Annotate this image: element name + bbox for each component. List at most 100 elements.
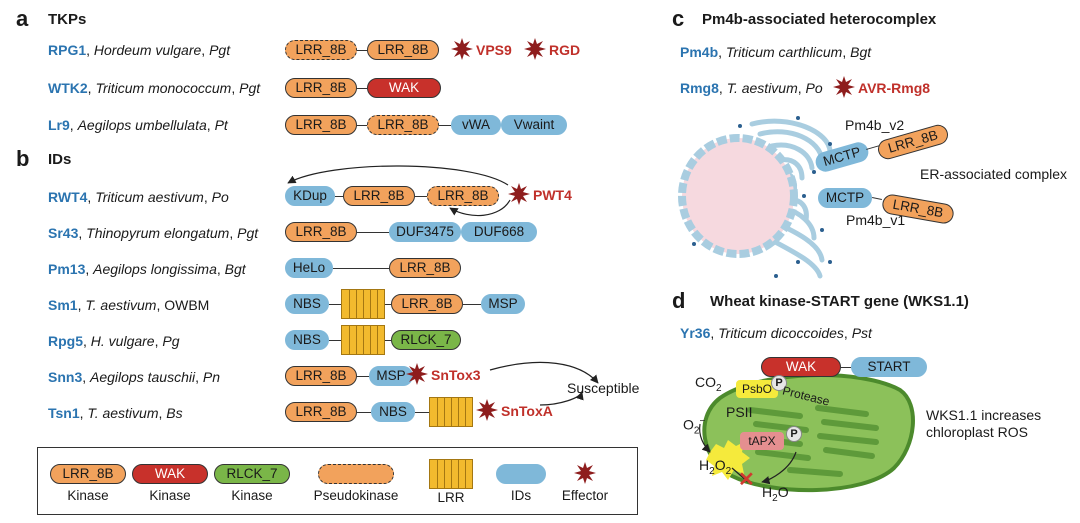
sntoxa-arrow bbox=[539, 391, 584, 406]
domain-start: START bbox=[851, 357, 927, 377]
domain-lrr8b: LRR_8B bbox=[391, 294, 463, 314]
gene-name: Snn3 bbox=[48, 369, 83, 385]
gene-name: Pm4b bbox=[680, 44, 719, 60]
gene-name: Rmg8 bbox=[680, 80, 719, 96]
linker bbox=[385, 340, 391, 341]
panel-c-letter: c bbox=[672, 6, 685, 31]
domain-lrr8b-pseudo: LRR_8B bbox=[367, 115, 439, 135]
gene-name: Sm1 bbox=[48, 297, 78, 313]
pm4b-v1-label: Pm4b_v1 bbox=[846, 212, 906, 228]
note-line2: chloroplast ROS bbox=[926, 424, 1028, 440]
domain-lrr8b-pseudo: LRR_8B bbox=[427, 186, 499, 206]
species: T. aestivum bbox=[87, 405, 159, 421]
effector-icon bbox=[508, 183, 530, 205]
domain-duf668: DUF668 bbox=[461, 222, 537, 242]
domain-duf3475: DUF3475 bbox=[389, 222, 461, 242]
linker bbox=[463, 304, 481, 305]
panel-d-letter: d bbox=[672, 288, 686, 313]
gene-name: Tsn1 bbox=[48, 405, 80, 421]
gene-name: WTK2 bbox=[48, 80, 88, 96]
legend-lrr-swatch bbox=[429, 459, 473, 489]
domain-vwa: vWA bbox=[451, 115, 501, 135]
row-pm4b: Pm4b, Triticum carthlicum, Bgt bbox=[680, 44, 872, 60]
domain-lrr8b-pseudo: LRR_8B bbox=[285, 40, 357, 60]
pathogen: Pn bbox=[202, 369, 220, 385]
phospho-mark: P bbox=[771, 375, 787, 391]
pathogen: Bgt bbox=[850, 44, 872, 60]
domain-msp: MSP bbox=[369, 366, 413, 386]
panel-a-letter: a bbox=[16, 6, 29, 31]
gene-name: RWT4 bbox=[48, 189, 88, 205]
linker bbox=[385, 304, 391, 305]
legend-wak-caption: Kinase bbox=[149, 488, 191, 503]
linker bbox=[357, 232, 389, 233]
effector-icon bbox=[451, 38, 473, 60]
pathogen: Bs bbox=[166, 405, 183, 421]
psbo-box: PsbO bbox=[736, 380, 778, 398]
row-lr9: Lr9, Aegilops umbellulata, Pt bbox=[48, 117, 228, 133]
row-wtk2: WTK2, Triticum monococcum, Pgt bbox=[48, 80, 261, 96]
pathogen: Po bbox=[805, 80, 823, 96]
linker bbox=[357, 376, 369, 377]
panel-c-title: Pm4b-associated heterocomplex bbox=[702, 11, 937, 28]
legend-wak-swatch: WAK bbox=[132, 464, 208, 484]
linker bbox=[335, 196, 343, 197]
domain-lrr8b: LRR_8B bbox=[343, 186, 415, 206]
linker bbox=[333, 268, 389, 269]
domain-kdup: KDup bbox=[285, 186, 335, 206]
species: Aegilops tauschii bbox=[90, 369, 196, 385]
linker bbox=[357, 88, 367, 89]
domain-wak: WAK bbox=[761, 357, 841, 377]
pathogen: Pg bbox=[162, 333, 180, 349]
pathogen: Pgt bbox=[239, 80, 261, 96]
domain-rlck7: RLCK_7 bbox=[391, 330, 461, 350]
legend-ids-caption: IDs bbox=[510, 488, 532, 503]
effector-pwt4: PWT4 bbox=[533, 187, 572, 203]
psii-label: PSII bbox=[726, 404, 753, 420]
panel-a-title: TKPs bbox=[48, 11, 87, 28]
legend bbox=[37, 447, 638, 515]
phospho-mark: P bbox=[786, 426, 802, 442]
effector-icon bbox=[833, 76, 855, 98]
row-rpg5: Rpg5, H. vulgare, Pg bbox=[48, 333, 180, 349]
effector-vps9: VPS9 bbox=[476, 42, 512, 58]
domain-lrr8b: LRR_8B bbox=[285, 222, 357, 242]
effector-sntoxa: SnToxA bbox=[501, 403, 553, 419]
legend-effector-caption: Effector bbox=[561, 488, 609, 503]
species: T. aestivum bbox=[85, 297, 157, 313]
effector-icon bbox=[524, 38, 546, 60]
legend-pseudokinase-swatch bbox=[318, 464, 394, 484]
inhibition-cross-icon: ✕ bbox=[738, 469, 755, 491]
domain-nbs: NBS bbox=[371, 402, 415, 422]
row-rwt4: RWT4, Triticum aestivum, Po bbox=[48, 189, 229, 205]
gene-name: Yr36 bbox=[680, 325, 711, 341]
domain-wak: WAK bbox=[367, 78, 441, 98]
legend-pseudokinase-caption: Pseudokinase bbox=[313, 488, 399, 503]
domain-lrr8b: LRR_8B bbox=[285, 78, 357, 98]
linker bbox=[415, 196, 427, 197]
domain-lrr8b: LRR_8B bbox=[285, 402, 357, 422]
domain-vwaint: Vwaint bbox=[501, 115, 567, 135]
species: Triticum monococcum bbox=[95, 80, 232, 96]
legend-effector-icon bbox=[574, 462, 596, 484]
effector-rgd: RGD bbox=[549, 42, 581, 58]
row-rmg8: Rmg8, T. aestivum, Po bbox=[680, 80, 823, 96]
linker bbox=[841, 367, 851, 368]
gene-name: Rpg5 bbox=[48, 333, 83, 349]
sntox3-arrow bbox=[489, 361, 599, 384]
er-complex-label: ER-associated complex bbox=[920, 166, 1068, 182]
domain-msp: MSP bbox=[481, 294, 525, 314]
species: Aegilops longissima bbox=[93, 261, 217, 277]
effector-avr-rmg8: AVR-Rmg8 bbox=[858, 80, 931, 96]
domain-lrr8b: LRR_8B bbox=[285, 366, 357, 386]
pathogen: Bgt bbox=[224, 261, 246, 277]
linker bbox=[415, 412, 429, 413]
species: Triticum aestivum bbox=[95, 189, 204, 205]
tapx-box: tAPX bbox=[740, 432, 784, 450]
row-pm13: Pm13, Aegilops longissima, Bgt bbox=[48, 261, 246, 277]
domain-mctp: MCTP bbox=[818, 188, 872, 208]
pwt4-arrow-to-pseudo bbox=[449, 199, 511, 217]
legend-ids-swatch bbox=[496, 464, 546, 484]
species: Triticum dicoccoides bbox=[718, 325, 844, 341]
